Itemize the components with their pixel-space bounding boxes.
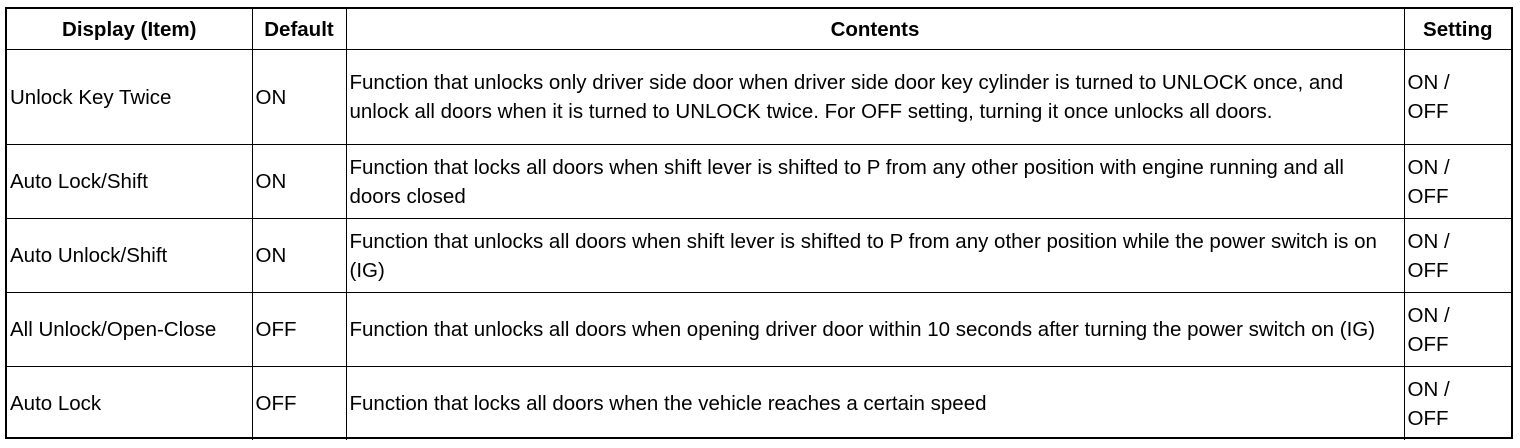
cell-default: OFF bbox=[251, 292, 347, 367]
cell-setting: ON / OFF bbox=[1403, 366, 1511, 440]
cell-default: ON bbox=[251, 218, 347, 293]
cell-item: All Unlock/Open-Close bbox=[7, 292, 253, 367]
header-contents: Contents bbox=[345, 9, 1405, 50]
table-header-row: Display (Item) Default Contents Setting bbox=[7, 9, 1511, 50]
header-display-item: Display (Item) bbox=[7, 9, 253, 50]
cell-contents: Function that unlocks all doors when shi… bbox=[345, 218, 1405, 293]
cell-default: ON bbox=[251, 144, 347, 219]
cell-setting: ON / OFF bbox=[1403, 218, 1511, 293]
table-row: All Unlock/Open-Close OFF Function that … bbox=[7, 292, 1511, 367]
table-row: Auto Lock/Shift ON Function that locks a… bbox=[7, 144, 1511, 219]
header-default: Default bbox=[251, 9, 347, 50]
cell-setting: ON / OFF bbox=[1403, 292, 1511, 367]
cell-contents: Function that locks all doors when the v… bbox=[345, 366, 1405, 440]
cell-default: OFF bbox=[251, 366, 347, 440]
cell-item: Auto Lock/Shift bbox=[7, 144, 253, 219]
cell-setting: ON / OFF bbox=[1403, 49, 1511, 145]
cell-contents: Function that unlocks all doors when ope… bbox=[345, 292, 1405, 367]
table-row: Auto Lock OFF Function that locks all do… bbox=[7, 366, 1511, 440]
cell-item: Auto Unlock/Shift bbox=[7, 218, 253, 293]
cell-contents: Function that locks all doors when shift… bbox=[345, 144, 1405, 219]
customize-settings-table-frame: Display (Item) Default Contents Setting … bbox=[5, 7, 1513, 440]
header-setting: Setting bbox=[1403, 9, 1511, 50]
table-row: Unlock Key Twice ON Function that unlock… bbox=[7, 49, 1511, 145]
cell-contents: Function that unlocks only driver side d… bbox=[345, 49, 1405, 145]
customize-settings-table: Display (Item) Default Contents Setting … bbox=[7, 9, 1511, 440]
cell-item: Auto Lock bbox=[7, 366, 253, 440]
cell-setting: ON / OFF bbox=[1403, 144, 1511, 219]
cell-default: ON bbox=[251, 49, 347, 145]
cell-item: Unlock Key Twice bbox=[7, 49, 253, 145]
table-row: Auto Unlock/Shift ON Function that unloc… bbox=[7, 218, 1511, 293]
